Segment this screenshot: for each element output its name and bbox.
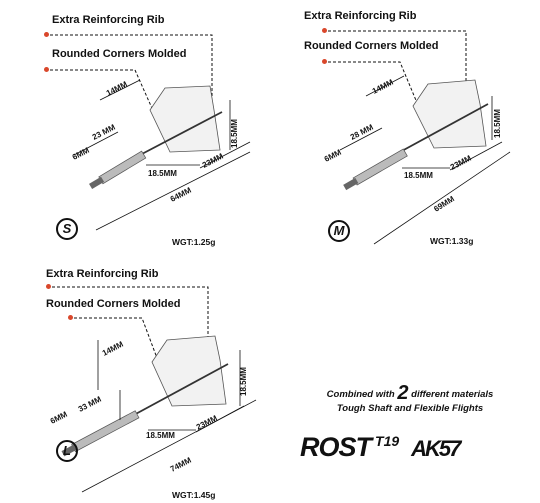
callout-dot (46, 284, 51, 289)
diagram-s: 14MM 23 MM 6MM 18.5MM 23MM 18.5MM 64MM (50, 34, 251, 231)
corners-label: Rounded Corners Molded (52, 48, 187, 60)
dim-total: 69MM (432, 194, 456, 214)
combined-materials-text: Combined with 2 different materials Toug… (300, 383, 520, 416)
dim-top-width: 14MM (101, 340, 125, 358)
panel-size-s: 14MM 23 MM 6MM 18.5MM 23MM 18.5MM 64MM E… (0, 0, 270, 250)
panel-size-l: 14MM 33 MM 6MM 18.5MM 23MM 18.5MM 74MM E… (0, 260, 280, 503)
dim-shaft-bottom: 6MM (49, 410, 69, 426)
diagram-l: 14MM 33 MM 6MM 18.5MM 23MM 18.5MM 74MM (49, 286, 257, 493)
size-badge-l: L (56, 440, 78, 462)
dim-flight-root: 18.5MM (148, 169, 177, 178)
weight-label: WGT:1.45g (172, 490, 216, 500)
callout-dot (44, 67, 49, 72)
rost-logo: ROST (300, 432, 372, 462)
dim-top-width: 14MM (371, 78, 395, 96)
weight-label: WGT:1.25g (172, 237, 216, 247)
dim-flight-width: 23MM (195, 414, 219, 432)
dim-top-width: 14MM (105, 80, 129, 98)
dim-total: 74MM (169, 456, 193, 474)
combined-prefix: Combined with (326, 389, 395, 400)
diagram-m: 14MM 28 MM 6MM 18.5MM 23MM 18.5MM 69MM (323, 30, 511, 245)
dim-shaft-top: 23 MM (91, 123, 117, 142)
corners-label: Rounded Corners Molded (304, 40, 439, 52)
dim-shaft-top: 33 MM (77, 395, 103, 414)
rib-label: Extra Reinforcing Rib (52, 14, 165, 26)
callout-dot (44, 32, 49, 37)
dim-flight-height: 18.5MM (230, 119, 239, 148)
callout-dot (322, 59, 327, 64)
dim-total: 64MM (169, 186, 193, 204)
rib-label: Extra Reinforcing Rib (304, 10, 417, 22)
dim-flight-width: 23MM (449, 154, 473, 172)
combined-suffix: different materials (411, 389, 494, 400)
dim-flight-root: 18.5MM (146, 431, 175, 440)
callout-dot (68, 315, 73, 320)
callout-dot (322, 28, 327, 33)
dim-flight-root: 18.5MM (404, 171, 433, 180)
size-badge-m: M (328, 220, 350, 242)
panel-size-m: 14MM 28 MM 6MM 18.5MM 23MM 18.5MM 69MM E… (270, 0, 540, 255)
rib-label: Extra Reinforcing Rib (46, 268, 159, 280)
ak57-logo: AK57 (411, 436, 461, 461)
corners-label: Rounded Corners Molded (46, 298, 181, 310)
combined-number: 2 (397, 382, 409, 404)
dim-flight-width: 23MM (201, 152, 225, 170)
size-badge-s: S (56, 218, 78, 240)
t19-logo: T19 (375, 433, 400, 449)
combined-line-2: Tough Shaft and Flexible Flights (336, 403, 484, 414)
dim-flight-height: 18.5MM (239, 367, 248, 396)
dim-flight-height: 18.5MM (493, 109, 502, 138)
combined-line-1: Combined with 2 different materials (300, 383, 520, 403)
weight-label: WGT:1.33g (430, 236, 474, 246)
